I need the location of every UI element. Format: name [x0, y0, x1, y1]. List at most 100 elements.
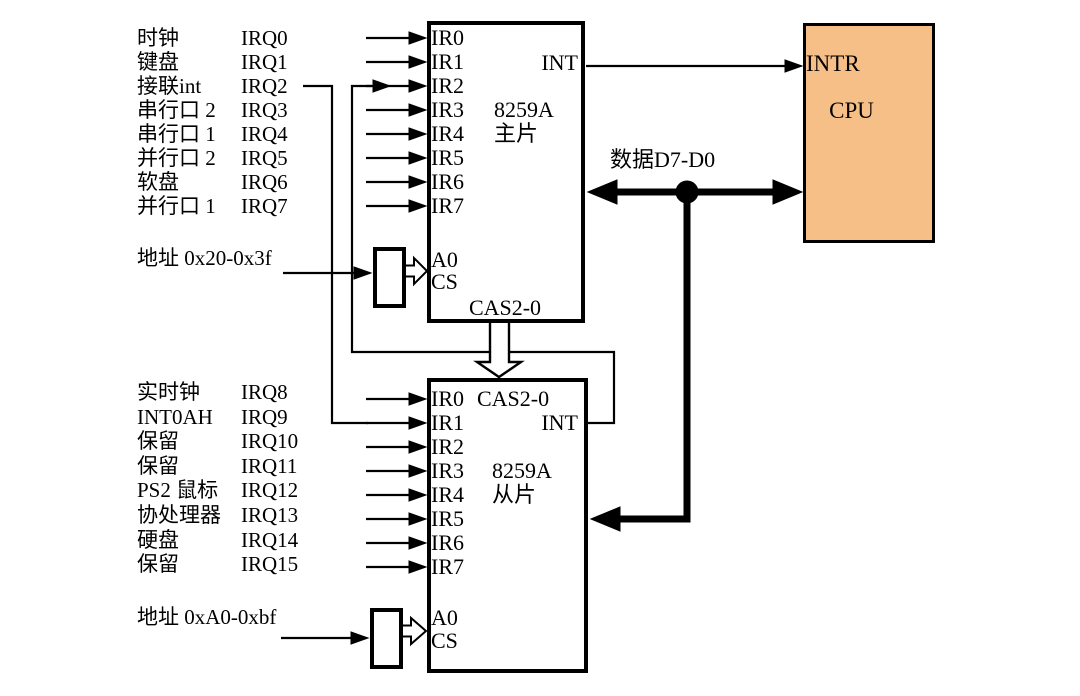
irq-label-row: INT0AH IRQ9 — [137, 405, 298, 430]
irq-number: IRQ11 — [241, 453, 298, 478]
irq-arrowhead — [408, 536, 428, 550]
master-chip-name: 8259A — [494, 97, 554, 122]
device-name: INT0AH — [137, 404, 213, 429]
irq-number: IRQ14 — [241, 527, 299, 552]
irq-number: IRQ12 — [241, 478, 299, 503]
irq-arrowhead — [408, 79, 428, 93]
device-name: 接联int — [137, 74, 202, 98]
slave-chip-name: 8259A — [492, 458, 552, 483]
irq-number: IRQ10 — [241, 429, 299, 454]
irq-number: IRQ9 — [241, 404, 288, 429]
device-name: 串行口 2 — [137, 98, 216, 122]
device-name: 实时钟 — [137, 380, 200, 404]
device-name: 保留 — [137, 429, 179, 454]
device-name: 键盘 — [137, 50, 179, 74]
slave-cas-pin: CAS2-0 — [477, 386, 550, 411]
irq-number: IRQ1 — [241, 50, 288, 74]
pin-label: IR0 — [431, 25, 464, 50]
irq-number: IRQ0 — [241, 26, 288, 50]
data-bus-vertical — [612, 194, 691, 523]
irq-label-row: 键盘 IRQ1 — [137, 50, 288, 74]
irq-label-row: 协处理器 IRQ13 — [137, 503, 298, 528]
pin-label: IR4 — [431, 121, 464, 146]
irq-arrowhead — [408, 103, 428, 117]
irq-arrowhead — [408, 440, 428, 454]
master-int-pin: INT — [541, 50, 578, 75]
irq-arrowhead — [408, 127, 428, 141]
pin-label: IR0 — [431, 386, 464, 411]
pin-label: IR7 — [431, 554, 464, 579]
slave-cs-pin: CS — [431, 628, 458, 653]
device-name: 并行口 2 — [137, 146, 216, 170]
irq-label-row: 并行口 2 IRQ5 — [137, 146, 288, 170]
device-name: 串行口 1 — [137, 122, 216, 146]
pin-label: IR1 — [431, 410, 464, 435]
device-name: PS2 鼠标 — [137, 478, 219, 503]
slave-chip-role: 从片 — [491, 482, 536, 507]
irq-number: IRQ15 — [241, 552, 299, 577]
cpu-intr-pin: INTR — [806, 51, 860, 76]
slave-8259a-box — [427, 378, 588, 673]
irq-label-row: 并行口 1 IRQ7 — [137, 194, 288, 218]
address-slave-arrowhead — [350, 631, 370, 645]
pin-label: IR3 — [431, 458, 464, 483]
cascade-int-wire — [350, 84, 616, 425]
address-decoder-master-box — [373, 247, 406, 308]
irq-label-row: 保留 IRQ11 — [137, 454, 298, 479]
master-chip-role: 主片 — [493, 121, 538, 146]
device-name: 协处理器 — [137, 502, 221, 527]
device-name: 硬盘 — [137, 527, 179, 552]
pin-label: IR3 — [431, 97, 464, 122]
irq-number: IRQ13 — [241, 502, 299, 527]
irq-number: IRQ7 — [241, 194, 288, 218]
master-8259a-box — [427, 21, 585, 323]
irq-number: IRQ8 — [241, 380, 288, 404]
irq-arrowhead — [408, 31, 428, 45]
data-bus-arrowhead-cpu — [772, 179, 804, 205]
irq-arrowhead — [408, 392, 428, 406]
pin-label: IR5 — [431, 145, 464, 170]
data-bus-label: 数据D7-D0 — [610, 147, 716, 172]
irq-number: IRQ2 — [241, 74, 288, 98]
master-cs-pin: CS — [431, 269, 458, 294]
cpu-label: CPU — [829, 98, 874, 123]
irq-number: IRQ3 — [241, 98, 288, 122]
pin-label: IR4 — [431, 482, 464, 507]
address-decoder-slave-box — [370, 608, 403, 669]
pin-label: IR2 — [431, 434, 464, 459]
irq-arrowhead — [408, 488, 428, 502]
device-name: 并行口 1 — [137, 194, 216, 218]
irq-label-row: 接联int IRQ2 — [137, 74, 288, 98]
cascade-arrowhead — [372, 79, 392, 93]
irq-bottom-labels: 实时钟 IRQ8 INT0AH IRQ9 保留 IRQ10 保留 IRQ11 PS2 鼠… — [137, 380, 298, 577]
pin-label: IR7 — [431, 193, 464, 218]
address-master-label: 地址 0x20-0x3f — [137, 246, 272, 270]
address-master-arrowhead — [353, 266, 373, 280]
device-name: 保留 — [137, 453, 179, 478]
device-name: 时钟 — [137, 26, 179, 50]
data-bus-arrowhead-slave — [589, 506, 621, 532]
irq-number: IRQ5 — [241, 146, 288, 170]
data-bus-arrowhead-master — [586, 179, 618, 205]
decoder-master-block-arrow — [406, 255, 429, 287]
slave-int-pin: INT — [541, 410, 578, 435]
device-name: 软盘 — [137, 170, 179, 194]
irq-arrowhead — [408, 560, 428, 574]
irq-label-row: 串行口 2 IRQ3 — [137, 98, 288, 122]
irq-arrowhead — [408, 151, 428, 165]
irq-label-row: 时钟 IRQ0 — [137, 26, 288, 50]
irq2-redirect-wire — [303, 84, 368, 425]
irq-label-row: 保留 IRQ10 — [137, 429, 298, 454]
irq-arrowhead — [408, 175, 428, 189]
irq-label-row: 实时钟 IRQ8 — [137, 380, 298, 405]
pin-label: IR5 — [431, 506, 464, 531]
slave-a0-pin: A0 — [431, 605, 458, 630]
irq-number: IRQ4 — [241, 122, 288, 146]
pin-label: IR6 — [431, 530, 464, 555]
cas-block-arrow — [473, 323, 525, 379]
slave-ir-pins: IR0 IR1 IR2 IR3 IR4 IR5 IR6 IR7 — [431, 387, 464, 579]
irq-label-row: PS2 鼠标 IRQ12 — [137, 478, 298, 503]
